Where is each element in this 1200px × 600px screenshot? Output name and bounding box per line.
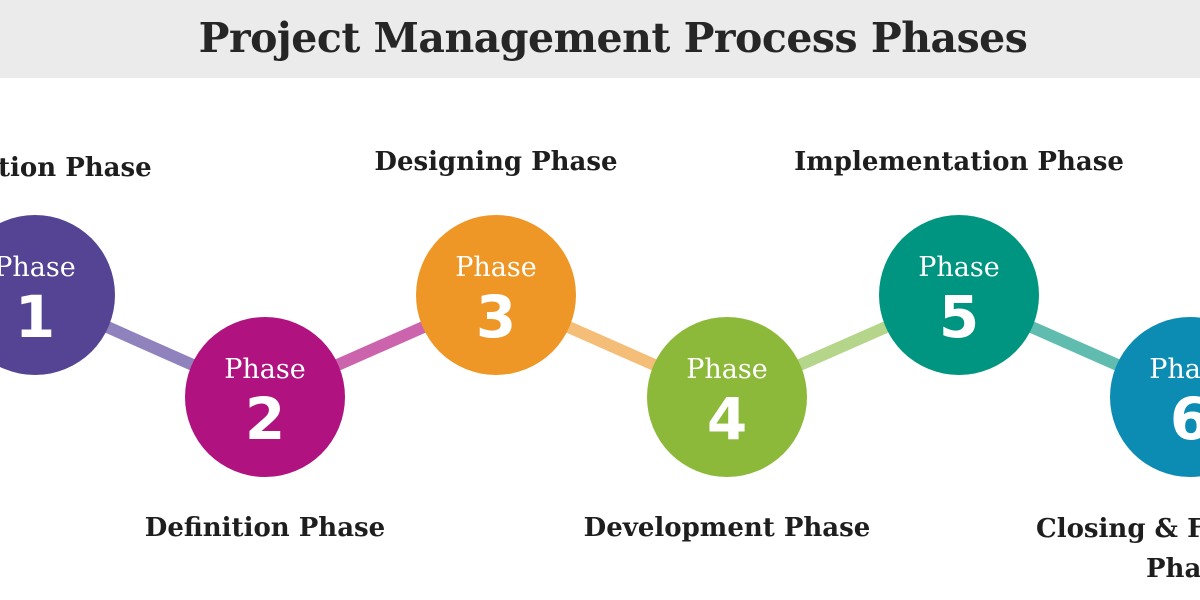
phase-number: 5 <box>939 283 979 351</box>
page-title: Project Management Process Phases <box>198 14 1028 62</box>
phase-word: Phase <box>686 354 768 385</box>
label-phase-6: Closing & Feedback <box>1036 514 1200 544</box>
phase-circle <box>647 317 807 477</box>
phase-word: Phase <box>1149 354 1200 385</box>
phase-word: Phase <box>0 252 76 283</box>
label-phase-4: Development Phase <box>584 513 871 543</box>
label-phase-5: Implementation Phase <box>794 147 1124 177</box>
phase-circle <box>416 215 576 375</box>
label-phase-3: Designing Phase <box>374 147 617 177</box>
phase-number: 2 <box>245 385 285 453</box>
label-phase-6-line2: Phase <box>1146 554 1200 584</box>
phase-word: Phase <box>455 252 537 283</box>
phase-word: Phase <box>224 354 306 385</box>
label-phase-2: Definition Phase <box>145 513 385 543</box>
phase-word: Phase <box>918 252 1000 283</box>
phase-number: 3 <box>476 283 516 351</box>
phase-number: 4 <box>707 385 747 453</box>
phase-circle <box>879 215 1039 375</box>
phase-circle <box>0 215 115 375</box>
phase-node-6: Phase6 <box>1110 317 1200 477</box>
phase-number: 6 <box>1170 385 1200 453</box>
phase-circle <box>1110 317 1200 477</box>
phase-number: 1 <box>15 283 55 351</box>
label-phase-1: Initiation Phase <box>0 153 152 183</box>
title-bar: Project Management Process Phases <box>0 0 1200 78</box>
phase-circle <box>185 317 345 477</box>
